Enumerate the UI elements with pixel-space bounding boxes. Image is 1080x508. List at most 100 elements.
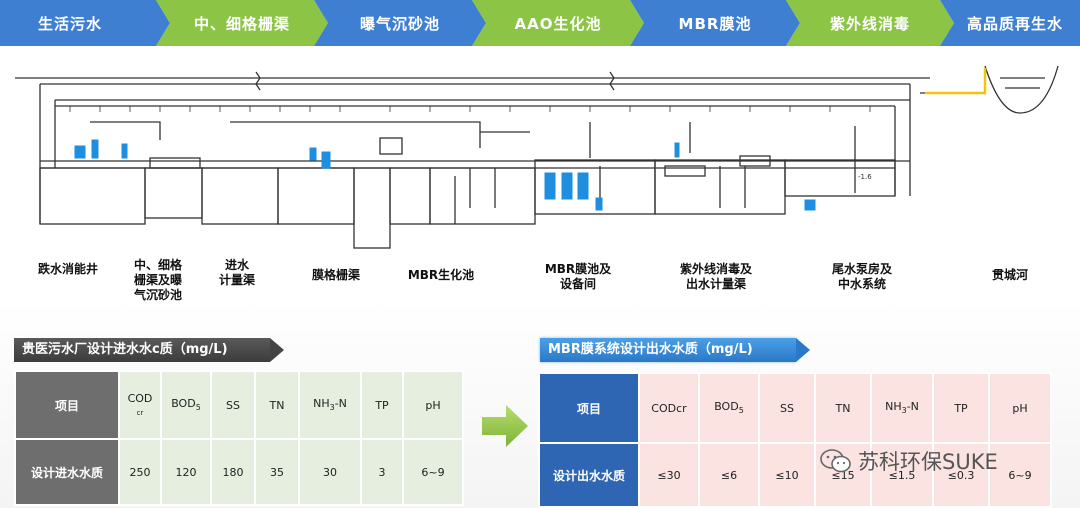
header-subscript: 5 [738,406,744,416]
plant-section-drawing: -1.6 [15,65,1059,249]
value-cell: ≤30 [638,442,700,508]
flow-step-aao: AAO生化池 [472,0,644,46]
header-text: 项目 [576,401,601,416]
flow-step-domestic-sewage: 生活污水 [0,0,170,46]
value-cell: 3 [360,438,404,506]
header-tn: TN [254,370,300,440]
station-inlet-meter: 进水 计量渠 [200,258,274,288]
value-cell: 6~9 [988,442,1052,508]
station-mbr-membrane: MBR膜池及 设备间 [530,262,626,292]
value-text: ≤30 [657,468,681,482]
station-label: 贯城河 [991,268,1028,282]
header-text: TP [954,401,968,415]
header-text: COD [127,392,153,405]
header-nh3n: NH3-N [870,372,934,444]
station-tail-pump: 尾水泵房及 中水系统 [812,262,912,292]
value-text: 250 [129,465,151,479]
value-text: ≤10 [775,468,799,482]
header-bod: BOD5 [160,370,212,440]
header-text: BOD [714,400,739,414]
process-flow: 生活污水 中、细格栅渠 曝气沉砂池 AAO生化池 MBR膜池 紫外线消毒 高品质… [0,0,1080,46]
value-cell: ≤1.5 [870,442,934,508]
station-membrane-screen: 膜格栅渠 [296,268,376,283]
value-text: 30 [323,465,337,479]
header-text: -N [906,400,919,414]
station-uv-meter: 紫外线消毒及 出水计量渠 [662,262,770,292]
value-cell: ≤0.3 [932,442,990,508]
station-label: MBR膜池及 设备间 [544,262,612,291]
value-cell: ≤10 [758,442,816,508]
flow-step-mbr: MBR膜池 [630,0,800,46]
header-text: TP [375,398,389,412]
header-text: NH [313,397,330,411]
value-text: 120 [175,465,197,479]
station-label: 尾水泵房及 中水系统 [831,262,892,291]
row-label-text: 设计进水水质 [30,465,103,480]
header-text: SS [226,398,240,412]
header-item: 项目 [538,372,640,444]
flow-step-label: 高品质再生水 [966,14,1063,33]
header-ss: SS [210,370,256,440]
header-codcr: CODcr [638,372,700,444]
flow-step-label: 中、细格栅渠 [193,14,290,33]
value-cell: 250 [118,438,162,506]
header-text: NH [885,400,902,414]
header-nh3n: NH3-N [298,370,362,440]
effluent-title-text: MBR膜系统设计出水水质（mg/L) [548,342,753,357]
row-label-influent: 设计进水水质 [14,438,120,506]
header-subscript: 3 [329,403,335,413]
value-cell: 180 [210,438,256,506]
header-text: pH [1012,401,1028,415]
header-text: pH [425,398,441,412]
watermark-text: 苏科环保SUKE [858,450,998,474]
row-label-effluent: 设计出水水质 [538,442,640,508]
header-ss: SS [758,372,816,444]
header-text: BOD [171,397,196,411]
header-text: SS [780,401,794,415]
value-text: 180 [222,465,244,479]
effluent-table-title: MBR膜系统设计出水水质（mg/L) [540,338,810,362]
header-tn: TN [814,372,872,444]
header-subscript: 3 [901,406,907,416]
value-cell: ≤6 [698,442,760,508]
value-text: ≤15 [831,468,855,482]
value-text: 3 [378,465,386,479]
influent-title-text: 贵医污水厂设计进水水c质（mg/L) [22,342,228,357]
wechat-icon [820,449,851,473]
value-text: ≤6 [720,468,738,482]
value-cell: 30 [298,438,362,506]
flow-step-reclaimed-water: 高品质再生水 [940,0,1080,46]
header-text: TN [835,401,851,415]
effluent-quality-table: 项目 CODcr BOD5 SS TN NH3-N TP pH 设计出水水质 ≤… [538,372,1052,508]
value-text: 6~9 [421,465,445,479]
value-text: ≤1.5 [888,468,916,482]
station-river: 贯城河 [978,268,1042,283]
watermark: 苏科环保SUKE [820,446,998,476]
header-tp: TP [360,370,404,440]
value-cell: 6~9 [402,438,464,506]
station-mbr-bio: MBR生化池 [398,268,484,283]
station-label: 进水 计量渠 [218,258,255,287]
header-tp: TP [932,372,990,444]
header-subscript: 5 [195,403,201,413]
level-label: -1.6 [858,173,872,181]
value-text: 6~9 [1008,468,1032,482]
arrow-right-icon [482,405,528,447]
value-cell: 35 [254,438,300,506]
header-text: TN [269,398,285,412]
flow-step-label: AAO生化池 [514,14,602,33]
header-ph: pH [402,370,464,440]
flow-step-uv: 紫外线消毒 [786,0,954,46]
flow-step-label: 曝气沉砂池 [359,14,440,33]
value-text: 35 [270,465,284,479]
header-ph: pH [988,372,1052,444]
influent-table-title: 贵医污水厂设计进水水c质（mg/L) [14,338,284,362]
flow-step-aerated-grit: 曝气沉砂池 [314,0,486,46]
header-bod: BOD5 [698,372,760,444]
flow-step-label: MBR膜池 [678,14,752,33]
station-label: 紫外线消毒及 出水计量渠 [679,262,752,291]
value-cell: 120 [160,438,212,506]
station-label: 中、细格 栅渠及曝 气沉砂池 [133,258,182,302]
header-text: 项目 [54,398,79,413]
